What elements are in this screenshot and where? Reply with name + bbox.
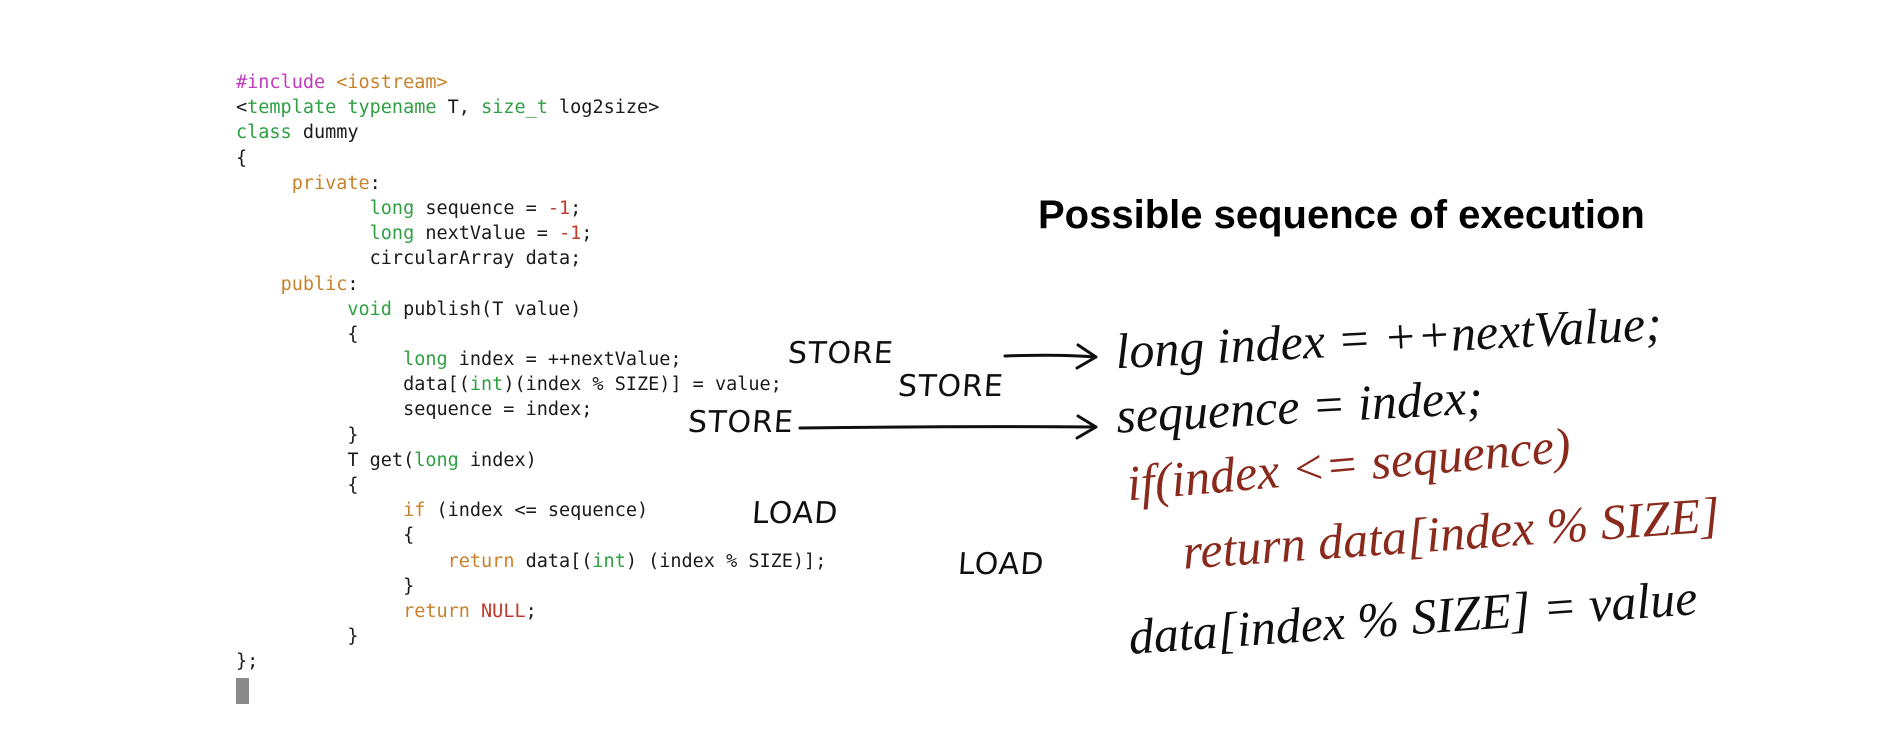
code-line: public: [236, 272, 826, 297]
code-line: { [236, 146, 826, 171]
code-token: { [236, 147, 248, 169]
code-line: } [236, 423, 826, 448]
code-token: long [403, 349, 448, 371]
code-line: { [236, 473, 826, 498]
code-line: } [236, 574, 826, 599]
code-line: long index = ++nextValue; [236, 347, 826, 372]
code-line: { [236, 322, 826, 347]
code-token: template typename [247, 97, 437, 119]
code-token: ) (index % SIZE)]; [625, 550, 827, 572]
code-line: T get(long index) [236, 448, 826, 473]
code-token: long [414, 449, 459, 471]
code-line: if (index <= sequence) [236, 498, 826, 523]
arrow-right-icon [1003, 343, 1098, 370]
code-line: #include <iostream> [236, 70, 826, 95]
code-token: index = ++nextValue; [447, 349, 682, 371]
code-token: #include [236, 72, 326, 93]
code-token: { [236, 475, 359, 496]
code-token: } [236, 626, 359, 648]
code-token: publish(T value) [391, 298, 582, 320]
code-token: sequence = [414, 197, 548, 219]
code-token: <iostream> [336, 72, 448, 93]
code-token: long [369, 197, 415, 219]
code-line: sequence = index; [236, 397, 826, 422]
code-token: }; [236, 651, 259, 673]
code-token: data[( [514, 550, 593, 572]
code-token: < [236, 97, 248, 119]
code-token: private [291, 172, 370, 194]
code-token: ; [525, 600, 537, 622]
code-token: return [403, 600, 470, 622]
code-token: -1 [547, 197, 571, 219]
code-token: : [347, 273, 359, 295]
code-line: return NULL; [236, 599, 826, 624]
code-token: void [347, 298, 392, 320]
code-token: -1 [559, 223, 582, 245]
code-line: return data[(int) (index % SIZE)]; [236, 549, 827, 574]
code-line: class dummy [236, 120, 826, 145]
code-token: return [447, 550, 515, 572]
code-token: long [369, 223, 415, 245]
code-token: data[( [236, 374, 470, 396]
arrow-right-icon [798, 414, 1098, 440]
code-line: data[(int)(index % SIZE)] = value; [236, 372, 826, 397]
code-token: log2size> [547, 97, 660, 119]
code-listing: #include <iostream><template typename T,… [236, 70, 826, 675]
code-line: long nextValue = -1; [236, 221, 826, 246]
code-token: class [236, 122, 292, 144]
code-token: sequence = index; [236, 399, 593, 421]
code-token: size_t [481, 97, 548, 119]
code-token: public [280, 273, 348, 295]
code-token: circularArray data; [236, 248, 582, 270]
code-token: { [236, 525, 415, 547]
code-line: }; [236, 649, 826, 674]
code-token: if [403, 500, 426, 522]
code-token: } [236, 424, 359, 446]
code-token: nextValue = [414, 223, 560, 245]
code-token: ; [570, 197, 582, 219]
code-line: circularArray data; [236, 246, 826, 271]
code-line: { [236, 523, 826, 548]
code-token: int [592, 550, 626, 572]
code-token: T get( [236, 449, 415, 471]
code-token: ; [581, 223, 593, 245]
code-token: NULL [481, 600, 526, 622]
code-token: int [469, 374, 504, 396]
code-token: T, [436, 97, 482, 119]
text-cursor [236, 678, 249, 704]
code-token: } [236, 575, 415, 597]
code-line: <template typename T, size_t log2size> [236, 95, 826, 120]
section-title: Possible sequence of execution [1038, 193, 1645, 237]
code-token: dummy [291, 122, 359, 144]
code-token: { [236, 323, 359, 345]
code-token: )(index % SIZE)] = value; [503, 374, 782, 396]
code-line: private: [236, 171, 826, 196]
code-line: void publish(T value) [236, 297, 826, 322]
code-token: index) [458, 449, 537, 471]
code-token: (index <= sequence) [425, 500, 649, 522]
code-line: } [236, 624, 826, 649]
code-token: : [369, 172, 381, 194]
code-line: long sequence = -1; [236, 196, 826, 221]
